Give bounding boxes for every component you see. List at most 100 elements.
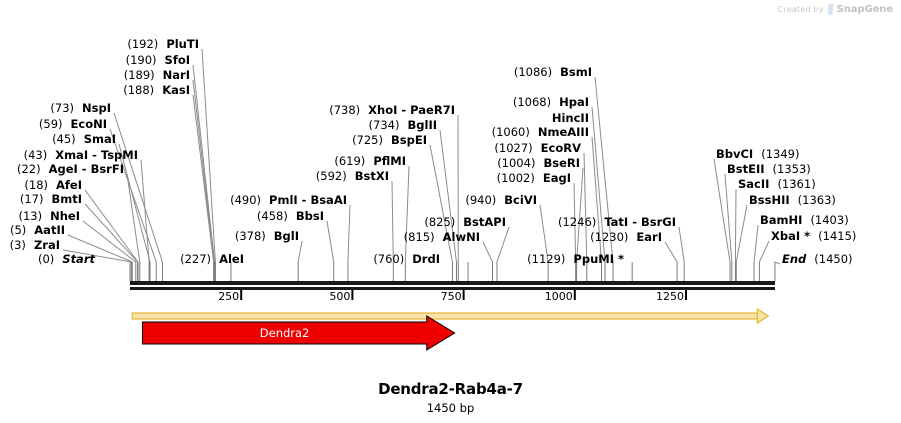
- enzyme-position: (490): [230, 193, 262, 207]
- enzyme-name: NspI: [82, 101, 111, 115]
- enzyme-name: BglI: [273, 229, 299, 243]
- enzyme-label[interactable]: (189) NarI: [124, 69, 190, 81]
- enzyme-position: (189): [123, 68, 155, 82]
- enzyme-position: (1415): [818, 229, 857, 243]
- enzyme-position: (188): [123, 83, 155, 97]
- enzyme-label[interactable]: (188) KasI: [123, 84, 190, 96]
- enzyme-label[interactable]: (815) AlwNI: [404, 231, 480, 243]
- enzyme-name: EagI: [542, 171, 571, 185]
- axis-tick-label: 250: [218, 290, 240, 303]
- enzyme-label[interactable]: XbaI * (1415): [771, 230, 856, 242]
- enzyme-position: (725): [352, 133, 383, 147]
- enzyme-name: BbsI: [295, 209, 324, 223]
- enzyme-label[interactable]: (825) BstAPI: [424, 216, 506, 228]
- enzyme-label[interactable]: (1060) NmeAIII: [492, 126, 589, 138]
- enzyme-label[interactable]: (17) BmtI: [20, 193, 82, 205]
- enzyme-label[interactable]: (59) EcoNI: [39, 118, 107, 130]
- enzyme-label[interactable]: (1027) EcoRV: [494, 142, 581, 154]
- axis-tick-label: 750: [440, 290, 462, 303]
- enzyme-name: NheI: [50, 209, 80, 223]
- enzyme-label[interactable]: SacII (1361): [738, 178, 816, 190]
- enzyme-label[interactable]: (192) PluTI: [127, 38, 199, 50]
- enzyme-name: HpaI: [559, 95, 589, 109]
- enzyme-label[interactable]: (734) BglII: [369, 119, 437, 131]
- enzyme-label[interactable]: (3) ZraI: [10, 239, 60, 251]
- leader-line: [774, 261, 781, 265]
- enzyme-name: XhoI - PaeR7I: [368, 103, 455, 117]
- enzyme-label[interactable]: BstEII (1353): [727, 163, 811, 175]
- leader-line: [118, 143, 151, 263]
- enzyme-label[interactable]: (592) BstXI: [316, 170, 389, 182]
- enzyme-label[interactable]: (1086) BsmI: [514, 66, 592, 78]
- enzyme-label[interactable]: (1004) BseRI: [497, 157, 580, 169]
- enzyme-name: BbvCI: [716, 147, 754, 161]
- leader-line: [734, 188, 737, 263]
- enzyme-label[interactable]: HincII: [552, 112, 589, 124]
- enzyme-position: (1363): [797, 193, 836, 207]
- enzyme-label[interactable]: (190) SfoI: [126, 54, 190, 66]
- enzyme-label[interactable]: (619) PflMI: [334, 155, 406, 167]
- enzyme-label[interactable]: (0) Start: [38, 253, 95, 265]
- enzyme-name: EcoNI: [70, 117, 107, 131]
- page-title: Dendra2-Rab4a-7: [378, 380, 523, 398]
- orf-track-bar: [131, 312, 760, 320]
- enzyme-label[interactable]: (490) PmlI - BsaAI: [230, 194, 347, 206]
- enzyme-position: (13): [18, 209, 43, 223]
- enzyme-label[interactable]: (73) NspI: [50, 102, 111, 114]
- enzyme-label[interactable]: (760) DrdI: [373, 253, 440, 265]
- leader-line: [347, 204, 351, 263]
- enzyme-position: (734): [368, 118, 400, 132]
- enzyme-label[interactable]: (43) XmaI - TspMI: [24, 149, 138, 161]
- enzyme-label[interactable]: (738) XhoI - PaeR7I: [329, 104, 455, 116]
- enzyme-name: PpuMI *: [573, 252, 624, 266]
- leader-line: [496, 226, 510, 263]
- leader-line: [192, 94, 215, 263]
- enzyme-label[interactable]: (1002) EagI: [497, 172, 571, 184]
- enzyme-label[interactable]: End (1450): [782, 253, 853, 265]
- enzyme-position: (1086): [513, 65, 553, 79]
- leader-line: [140, 159, 150, 263]
- enzyme-label[interactable]: (1230) EarI: [590, 231, 662, 243]
- feature-arrow-dendra2[interactable]: [141, 315, 456, 351]
- leader-line: [539, 204, 549, 263]
- enzyme-position: (1450): [814, 252, 853, 266]
- leader-line: [84, 189, 139, 263]
- enzyme-label[interactable]: (378) BglI: [235, 230, 299, 242]
- enzyme-name: BamHI: [760, 213, 803, 227]
- enzyme-name: AfeI: [56, 178, 82, 192]
- enzyme-label[interactable]: BssHII (1363): [749, 194, 836, 206]
- leader-line: [67, 234, 133, 263]
- enzyme-position: (3): [9, 238, 26, 252]
- enzyme-name: NmeAIII: [537, 125, 589, 139]
- enzyme-label[interactable]: (13) NheI: [18, 210, 80, 222]
- axis-tick-label: 500: [329, 290, 351, 303]
- enzyme-label[interactable]: BbvCI (1349): [716, 148, 799, 160]
- leader-line: [664, 241, 678, 263]
- enzyme-name: BssHII: [749, 193, 790, 207]
- enzyme-name: EarI: [636, 230, 662, 244]
- enzyme-label[interactable]: (458) BbsI: [257, 210, 324, 222]
- enzyme-position: (73): [50, 101, 74, 115]
- enzyme-position: (1349): [761, 147, 800, 161]
- enzyme-name: SacII: [738, 177, 770, 191]
- enzyme-label[interactable]: (5) AatII: [10, 224, 65, 236]
- title-block: Dendra2-Rab4a-7 1450 bp: [0, 380, 901, 415]
- enzyme-label[interactable]: (18) AfeI: [24, 179, 82, 191]
- enzyme-position: (1129): [527, 252, 566, 266]
- enzyme-label[interactable]: (1129) PpuMI *: [527, 253, 624, 265]
- enzyme-label[interactable]: (725) BspEI: [352, 134, 427, 146]
- enzyme-label[interactable]: (1068) HpaI: [513, 96, 589, 108]
- orf-track-group: [131, 307, 770, 325]
- enzyme-label[interactable]: BamHI (1403): [760, 214, 849, 226]
- leader-line: [192, 79, 215, 263]
- enzyme-label[interactable]: (22) AgeI - BsrFI: [17, 163, 124, 175]
- leader-line: [735, 204, 748, 263]
- enzyme-label[interactable]: (940) BciVI: [465, 194, 537, 206]
- enzyme-label[interactable]: (227) AleI: [180, 253, 244, 265]
- enzyme-position: (378): [234, 229, 266, 243]
- leader-line: [192, 64, 216, 263]
- enzyme-label[interactable]: (45) SmaI: [52, 133, 116, 145]
- feature-label-dendra2: Dendra2: [259, 326, 310, 340]
- enzyme-position: (1403): [810, 213, 849, 227]
- enzyme-label[interactable]: (1246) TatI - BsrGI: [558, 216, 676, 228]
